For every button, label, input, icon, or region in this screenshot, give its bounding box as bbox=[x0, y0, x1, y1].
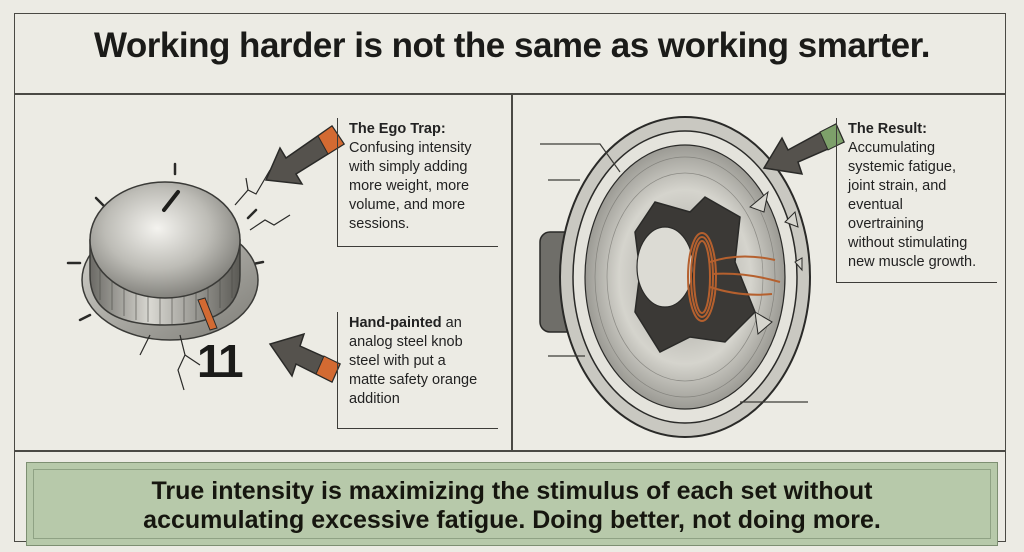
callout-line: with simply adding bbox=[349, 159, 468, 175]
page-title: Working harder is not the same as workin… bbox=[93, 26, 931, 65]
callout-line: more weight, more bbox=[349, 178, 470, 194]
callout-bracket bbox=[337, 312, 498, 429]
knob-number-label: 11 bbox=[197, 335, 244, 387]
banner-line-1: True intensity is maximizing the stimulu… bbox=[151, 477, 873, 505]
callout-line: without stimulating bbox=[848, 235, 968, 251]
result-callout: The Result: Accumulating systemic fatigu… bbox=[848, 120, 998, 272]
callout-line: eventual bbox=[848, 197, 903, 213]
callout-line: addition bbox=[349, 391, 400, 407]
callout-line: joint strain, and bbox=[848, 178, 947, 194]
panel-divider bbox=[511, 93, 513, 450]
callout-line: Confusing intensity bbox=[349, 140, 472, 156]
ego-trap-callout: The Ego Trap: Confusing intensity with s… bbox=[349, 120, 499, 234]
arrow-orange-icon bbox=[268, 332, 341, 384]
knob-illustration bbox=[66, 162, 291, 391]
speaker-illustration bbox=[539, 116, 811, 438]
callout-line: steel with put a bbox=[349, 353, 446, 369]
ego-trap-heading: The Ego Trap: bbox=[349, 121, 446, 137]
callout-bold-line: matte safety orange bbox=[349, 372, 478, 388]
callout-bracket bbox=[836, 118, 997, 283]
banner-text: True intensity is maximizing the stimulu… bbox=[27, 477, 997, 535]
callout-bold-text: Hand-painted bbox=[349, 315, 442, 331]
callout-line: overtraining bbox=[848, 216, 924, 232]
banner-inner-border bbox=[33, 469, 991, 539]
callout-line: analog steel knob bbox=[349, 334, 463, 350]
summary-banner: True intensity is maximizing the stimulu… bbox=[26, 462, 998, 546]
callout-text: an bbox=[441, 315, 462, 331]
callout-line: systemic fatigue, bbox=[848, 159, 956, 175]
callout-line: sessions. bbox=[349, 216, 410, 232]
callout-line: Accumulating bbox=[848, 140, 936, 156]
title-divider bbox=[14, 93, 1006, 95]
knob-description-callout: Hand-painted an analog steel knob steel … bbox=[349, 314, 509, 409]
callout-line: volume, and more bbox=[349, 197, 466, 213]
banner-divider bbox=[14, 450, 1006, 452]
result-heading: The Result: bbox=[848, 121, 927, 137]
callout-line: new muscle growth. bbox=[848, 254, 977, 270]
banner-line-2: accumulating excessive fatigue. Doing be… bbox=[143, 506, 881, 534]
callout-bracket bbox=[337, 118, 498, 247]
